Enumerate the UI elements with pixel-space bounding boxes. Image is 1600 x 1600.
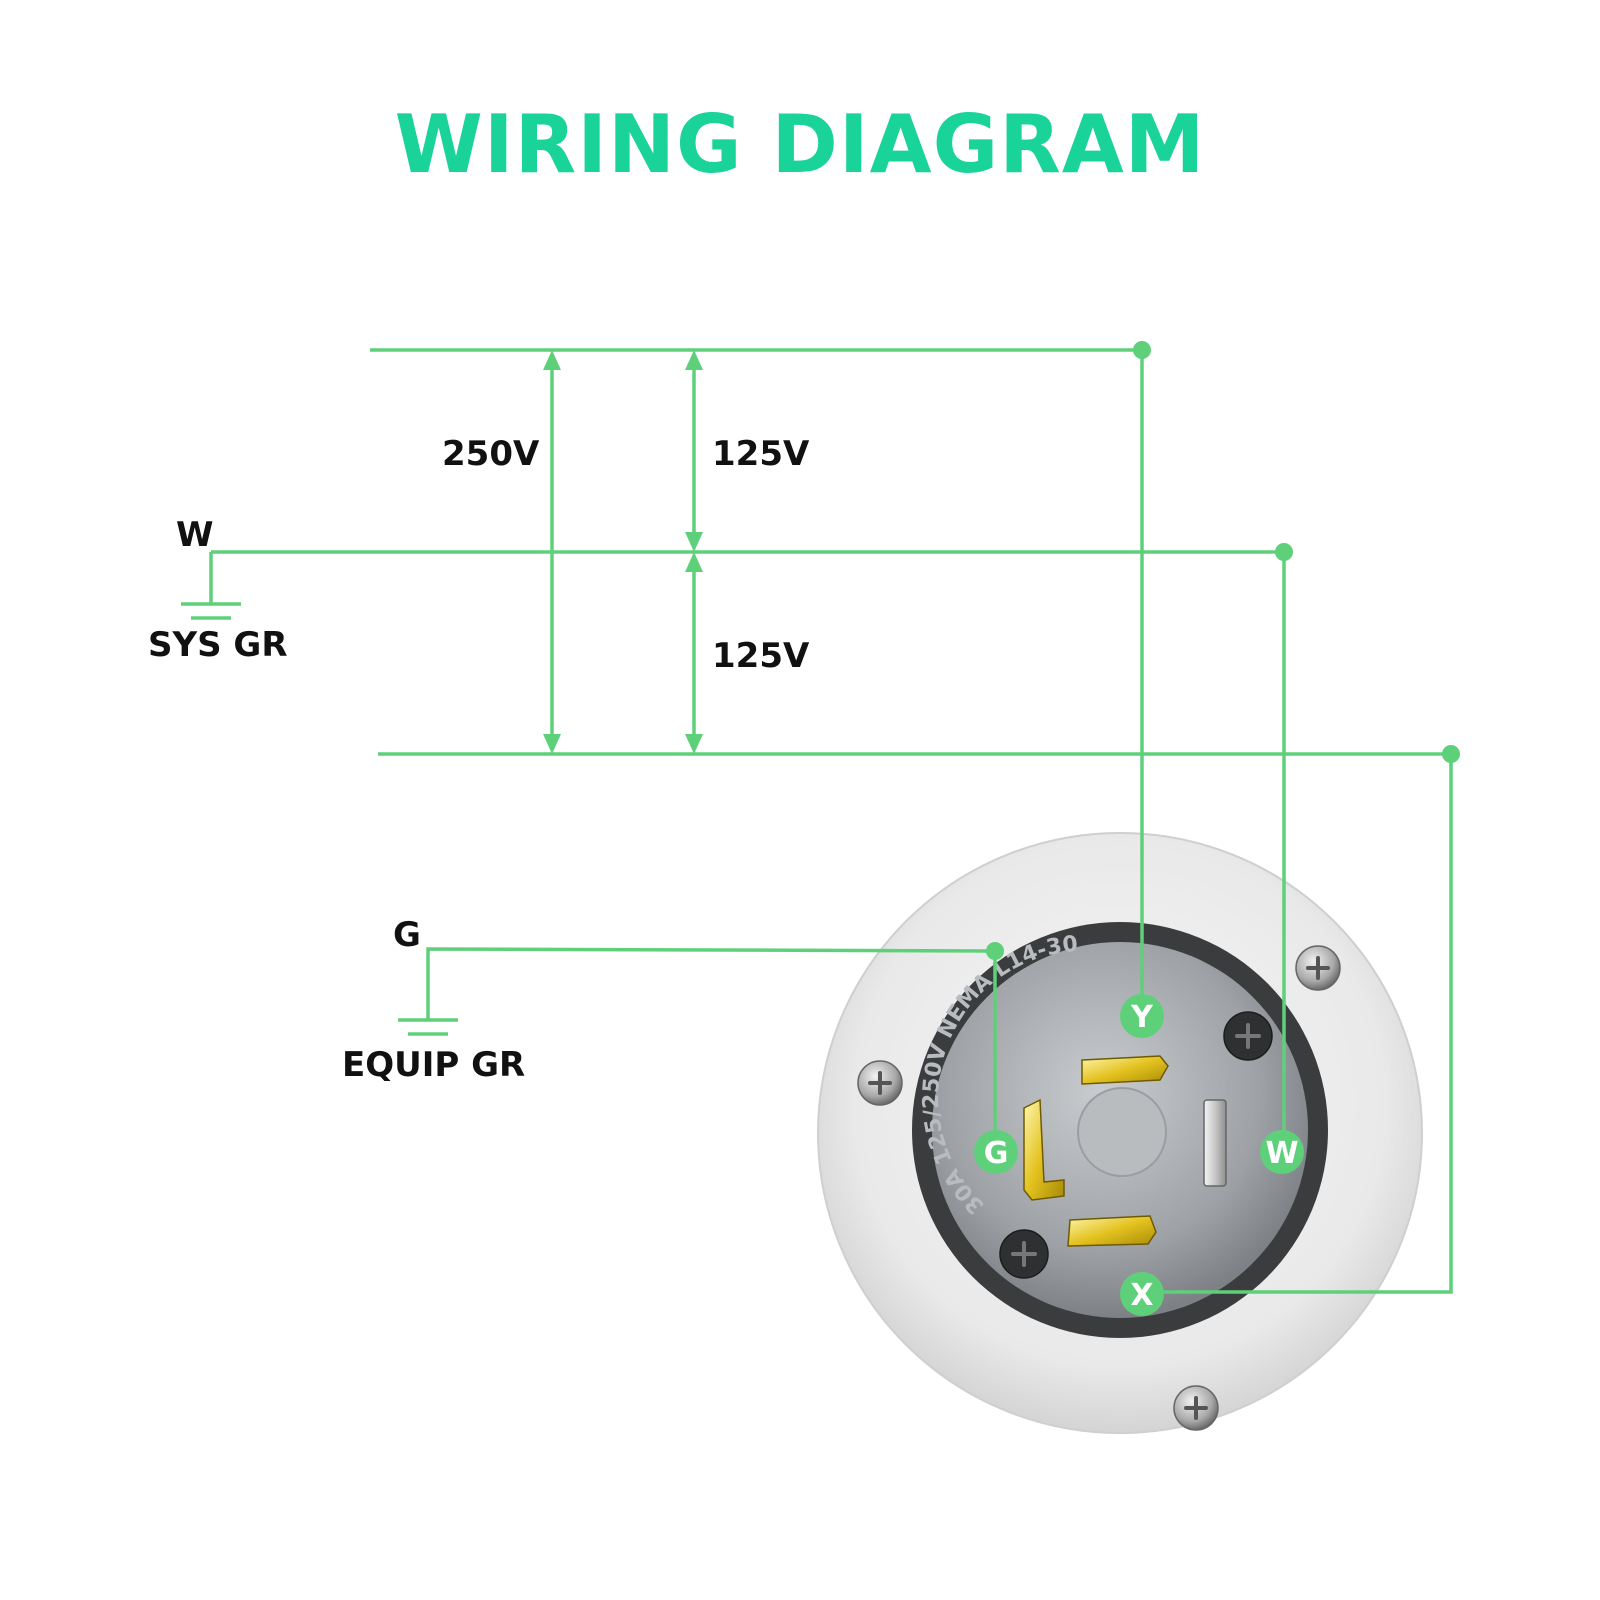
voltage-arrow-250 [543, 350, 561, 754]
receptacle-center [1077, 1087, 1167, 1177]
blade-y [1081, 1055, 1169, 1085]
terminal-badge-x: X [1120, 1272, 1164, 1316]
terminal-badge-y: Y [1120, 994, 1164, 1038]
equip-ground-wire [426, 947, 996, 1020]
terminal-badge-g: G [974, 1130, 1018, 1174]
mounting-screw [1295, 945, 1341, 991]
svg-text:Y: Y [1130, 1000, 1154, 1035]
receptacle-illustration: 30A 125/250V NEMA L14-30 [817, 832, 1423, 1434]
voltage-arrow-125-upper [685, 350, 703, 552]
voltage-arrow-125-lower [685, 552, 703, 754]
page-title: WIRING DIAGRAM [395, 98, 1206, 191]
equip-ground-label: EQUIP GR [342, 1045, 525, 1085]
face-screw [1223, 1011, 1273, 1061]
neutral-label: W [176, 515, 214, 555]
wire-to-x [1142, 754, 1453, 1294]
svg-text:W: W [1265, 1136, 1298, 1171]
voltage-label-250: 250V [442, 434, 540, 474]
equip-ground-wire-label: G [393, 915, 421, 955]
blade-w [1203, 1099, 1227, 1187]
voltage-label-125-upper: 125V [712, 434, 810, 474]
blade-g [1023, 1098, 1065, 1201]
terminal-badge-w: W [1260, 1130, 1304, 1174]
mounting-screw [1173, 1385, 1219, 1431]
svg-text:G: G [984, 1136, 1009, 1171]
face-screw [999, 1229, 1049, 1279]
svg-text:X: X [1130, 1278, 1153, 1313]
blade-x [1067, 1215, 1157, 1247]
sys-ground-label: SYS GR [148, 625, 288, 665]
voltage-label-125-lower: 125V [712, 636, 810, 676]
mounting-screw [857, 1060, 903, 1106]
